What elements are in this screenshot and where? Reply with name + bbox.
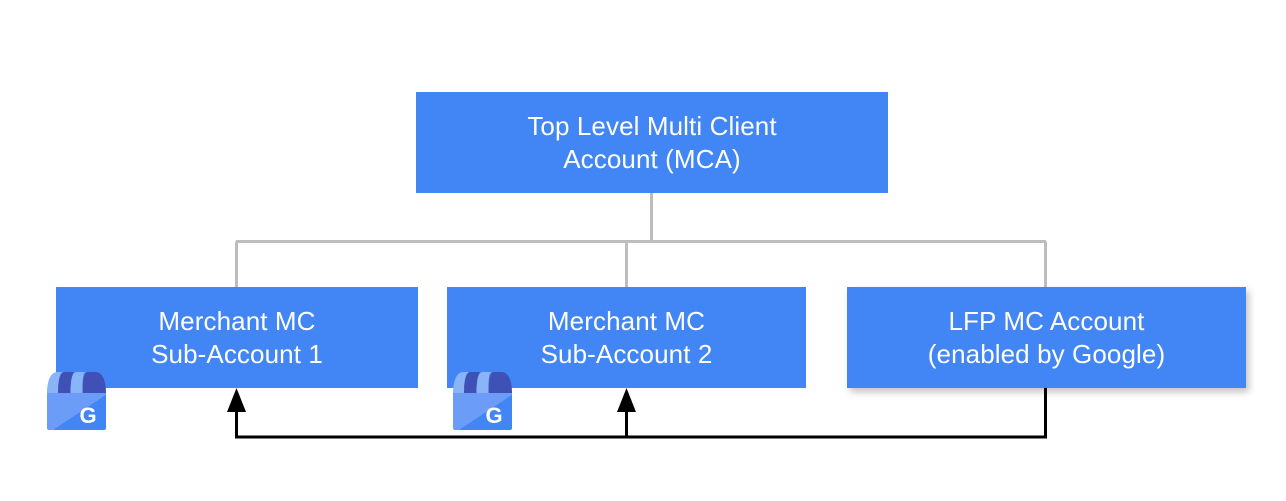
arrow-lfp-to-sub1-path [235, 388, 1047, 439]
arrow-lfp-to-sub1-head [227, 388, 246, 412]
gmb-awning-2 [58, 372, 75, 393]
gmb-awning-4 [488, 372, 512, 393]
node-top-level-mca-label: Top Level Multi Client Account (MCA) [527, 110, 777, 174]
gmb-awning-1 [453, 372, 470, 393]
node-lfp-mc-account[interactable]: LFP MC Account (enabled by Google) [847, 287, 1246, 388]
gmb-awning-1 [47, 372, 64, 393]
gmb-awning-3 [70, 372, 86, 393]
svg-text:G: G [485, 403, 502, 428]
gmb-letter-g: G [79, 403, 96, 428]
arrow-connector-group [227, 388, 1047, 439]
gmb-awning-4 [82, 372, 106, 393]
gmb-body [453, 391, 512, 430]
gmb-awning-2 [464, 372, 481, 393]
arrow-lfp-to-sub2-head [617, 388, 636, 412]
gmb-body [47, 391, 106, 430]
node-merchant-sub-account-2-label: Merchant MC Sub-Account 2 [540, 305, 713, 369]
google-my-business-icon: G [453, 372, 512, 430]
google-my-business-icon: G [47, 372, 106, 430]
node-lfp-mc-account-label: LFP MC Account (enabled by Google) [927, 305, 1166, 369]
tree-connector-group [235, 193, 1047, 287]
node-merchant-sub-account-1[interactable]: Merchant MC Sub-Account 1 [56, 287, 418, 388]
gmb-letter-g: G [485, 403, 502, 428]
svg-text:G: G [79, 403, 96, 428]
node-merchant-sub-account-1-label: Merchant MC Sub-Account 1 [151, 305, 323, 369]
gmb-awning-3 [476, 372, 492, 393]
node-top-level-mca[interactable]: Top Level Multi Client Account (MCA) [416, 92, 888, 193]
node-merchant-sub-account-2[interactable]: Merchant MC Sub-Account 2 [447, 287, 806, 388]
